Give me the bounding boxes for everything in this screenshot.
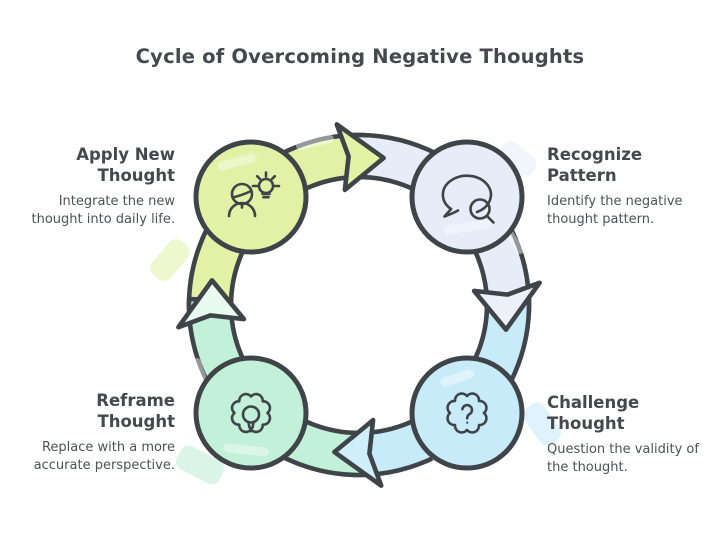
step-label-recognize-pattern: Recognize Pattern Identify the negative … — [547, 144, 719, 228]
arrow-challenge-to-reframe — [332, 417, 384, 488]
splash-lavender — [499, 141, 537, 177]
step-description: Identify the negative thought pattern. — [547, 194, 683, 227]
texture-stroke — [440, 369, 475, 387]
node-circle-challenge-thought — [409, 355, 525, 471]
texture-stroke — [223, 443, 269, 457]
step-title: Apply New — [76, 145, 175, 164]
ring-group — [176, 122, 542, 488]
node-circle-reframe-thought — [193, 355, 309, 471]
step-label-reframe-thought: Reframe Thought Replace with a more accu… — [5, 390, 175, 474]
step-title: Thought — [97, 412, 175, 431]
splash-mint — [175, 445, 225, 485]
arrow-reframe-to-apply — [176, 278, 247, 330]
paint-splashes — [150, 141, 561, 485]
arrow-apply-to-recognize — [334, 122, 386, 193]
gear-lightbulb-icon — [230, 392, 272, 434]
splash-lime — [150, 239, 190, 281]
texture-stroke — [443, 219, 491, 235]
diagram-title: Cycle of Overcoming Negative Thoughts — [135, 45, 585, 68]
step-description: Replace with a more accurate perspective… — [33, 440, 175, 473]
person-lightbulb-icon — [227, 171, 281, 218]
splash-sky — [523, 402, 561, 446]
texture-stroke — [296, 135, 334, 150]
step-title: Recognize — [547, 145, 643, 164]
circle-texture — [217, 153, 491, 457]
step-title: Reframe — [96, 391, 175, 410]
texture-stroke — [217, 153, 257, 171]
step-description: Integrate the new thought into daily lif… — [31, 194, 175, 227]
step-label-challenge-thought: Challenge Thought Question the validity … — [547, 392, 720, 476]
node-circle-recognize-pattern — [409, 139, 525, 255]
step-title: Thought — [547, 414, 625, 433]
step-description: Question the validity of the thought. — [547, 442, 699, 475]
step-label-apply-new-thought: Apply New Thought Integrate the new thou… — [5, 144, 175, 228]
speech-bubble-magnifier-icon — [441, 174, 495, 224]
step-title: Thought — [97, 166, 175, 185]
step-title: Challenge — [547, 393, 640, 412]
step-title: Pattern — [547, 166, 617, 185]
thought-cloud-question-icon — [446, 392, 488, 434]
arrow-recognize-to-challenge — [471, 280, 542, 332]
